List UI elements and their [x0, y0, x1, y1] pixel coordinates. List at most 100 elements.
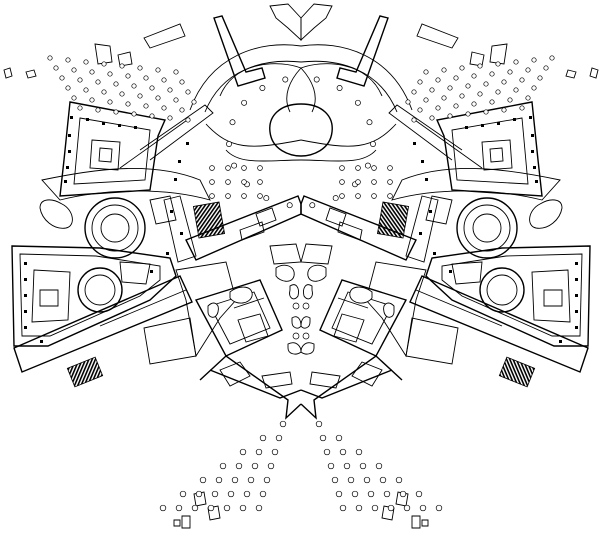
- column-dot: [489, 71, 495, 77]
- column-dot: [429, 115, 435, 121]
- column-dot: [185, 89, 191, 95]
- column-dot: [315, 420, 323, 428]
- column-dot: [215, 476, 223, 484]
- column-dot: [495, 61, 501, 67]
- column-dot: [59, 75, 65, 81]
- column-dot: [179, 490, 187, 498]
- column-dot: [199, 476, 207, 484]
- column-dot: [387, 179, 393, 185]
- column-dot: [507, 97, 513, 103]
- column-dot: [125, 101, 131, 107]
- column-dot: [501, 107, 507, 113]
- column-dot: [231, 162, 238, 169]
- column-dot: [53, 65, 59, 71]
- column-dot: [339, 193, 345, 199]
- column-dot: [543, 65, 549, 71]
- column-dot: [363, 476, 371, 484]
- column-dot: [319, 434, 327, 442]
- column-dot: [370, 141, 376, 147]
- column-dot: [336, 85, 343, 91]
- column-dot: [83, 87, 89, 93]
- column-dot: [131, 83, 137, 89]
- column-dot: [243, 490, 251, 498]
- column-dot: [411, 89, 417, 95]
- column-dot: [257, 179, 263, 185]
- column-dot: [137, 93, 143, 99]
- column-dot: [149, 113, 155, 119]
- column-dot: [354, 99, 361, 106]
- column-dot: [173, 97, 179, 103]
- column-dot: [191, 504, 199, 512]
- column-dot: [191, 99, 197, 105]
- column-dot: [519, 105, 525, 111]
- column-dot: [225, 193, 231, 199]
- column-dot: [483, 81, 489, 87]
- column-dot: [429, 87, 435, 93]
- column-dot: [227, 490, 235, 498]
- column-dot: [375, 462, 383, 470]
- column-dot: [371, 179, 377, 185]
- column-dot: [435, 504, 443, 512]
- column-dot: [519, 77, 525, 83]
- column-dot: [207, 504, 215, 512]
- column-dot: [459, 93, 465, 99]
- column-dot: [241, 165, 247, 171]
- column-dot: [477, 63, 483, 69]
- column-dot: [225, 165, 231, 171]
- column-dot: [95, 107, 101, 113]
- column-dot: [471, 101, 477, 107]
- column-dot: [395, 476, 403, 484]
- column-dot: [339, 504, 347, 512]
- plan-right-half: [300, 3, 599, 529]
- column-dot: [282, 76, 289, 83]
- column-dot: [453, 103, 459, 109]
- column-dot: [417, 107, 423, 113]
- column-dot: [143, 103, 149, 109]
- column-dot: [441, 95, 447, 101]
- column-dot: [223, 504, 231, 512]
- column-dot: [495, 89, 501, 95]
- column-dot: [435, 77, 441, 83]
- column-dot: [259, 434, 267, 442]
- column-dot: [47, 55, 53, 61]
- column-dot: [241, 99, 248, 106]
- column-dot: [355, 504, 363, 512]
- column-dot: [239, 448, 247, 456]
- column-dot: [211, 490, 219, 498]
- column-dot: [501, 79, 507, 85]
- column-dot: [119, 91, 125, 97]
- column-dot: [263, 195, 270, 202]
- column-dot: [332, 195, 339, 202]
- column-dot: [371, 193, 377, 199]
- column-dot: [257, 193, 263, 199]
- column-dot: [489, 99, 495, 105]
- column-dot: [195, 490, 203, 498]
- column-dot: [364, 162, 371, 169]
- column-dot: [347, 476, 355, 484]
- column-dot: [371, 165, 377, 171]
- column-dot: [355, 165, 361, 171]
- column-dot: [209, 165, 215, 171]
- column-dot: [89, 69, 95, 75]
- column-dot: [161, 105, 167, 111]
- column-dot: [359, 462, 367, 470]
- column-dot: [387, 165, 393, 171]
- column-dot: [247, 476, 255, 484]
- column-dot: [255, 504, 263, 512]
- column-dot: [537, 75, 543, 81]
- column-dots: [47, 55, 555, 512]
- column-dot: [339, 448, 347, 456]
- column-dot: [441, 67, 447, 73]
- column-dot: [77, 105, 83, 111]
- column-dot: [125, 73, 131, 79]
- column-dot: [323, 448, 331, 456]
- column-dot: [101, 89, 107, 95]
- column-dot: [447, 85, 453, 91]
- column-dot: [209, 193, 215, 199]
- column-dot: [101, 61, 107, 67]
- column-dot: [241, 193, 247, 199]
- column-dot: [71, 67, 77, 73]
- column-dot: [239, 504, 247, 512]
